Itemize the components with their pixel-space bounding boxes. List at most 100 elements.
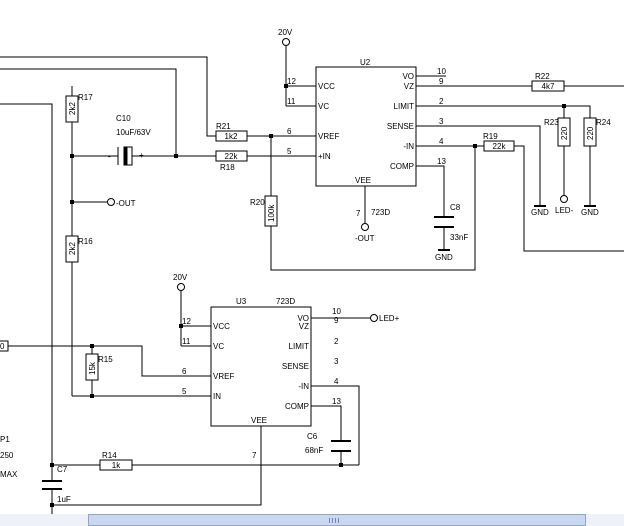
wires [0, 38, 624, 514]
u3-pin-vee: VEE [251, 416, 267, 425]
u3-pinno-vc: 11 [182, 337, 191, 346]
r19-ref: R19 [483, 132, 498, 141]
u2-pin-vee: VEE [355, 176, 371, 185]
u3-pin-vo: VO [297, 314, 309, 323]
resistor-r20: 100k R20 [250, 195, 278, 227]
u3-body [210, 306, 312, 427]
u2-pinno-sense: 3 [439, 117, 444, 126]
c8-ref: C8 [450, 203, 461, 212]
u3-pinno-comp: 13 [332, 397, 341, 406]
resistor-r16: 2k2 R16 [65, 235, 93, 263]
c10-minus-mark: - [108, 152, 111, 161]
junction-dot [562, 104, 566, 108]
gnd-label-r23: GND [531, 208, 549, 217]
r22-value: 4k7 [542, 82, 555, 91]
p1-value: 250 [0, 451, 14, 460]
r21-ref: R21 [216, 122, 231, 131]
u3-pinno-in-minus: 4 [334, 377, 339, 386]
scrollbar-right-gap [586, 514, 624, 526]
c10-plus-mark: + [139, 151, 144, 160]
r23-ref: R23 [544, 118, 559, 127]
u2-pin-vcc: VCC [318, 82, 335, 91]
max-label: MAX [0, 470, 18, 479]
junction-dot [90, 394, 94, 398]
r21-value: 1k2 [225, 132, 238, 141]
scrollbar-grip-icon [329, 518, 339, 523]
r15-value: 15k [88, 361, 97, 375]
u2-pin-vref: VREF [318, 132, 339, 141]
u2-pinno-limit: 2 [439, 97, 444, 106]
u3-pinno-sense: 3 [334, 357, 339, 366]
horizontal-scrollbar-thumb[interactable] [88, 514, 586, 526]
u3-pin-vc: VC [213, 342, 224, 351]
u3-pin-limit: LIMIT [289, 342, 310, 351]
capacitor-c10: C10 10uF/63V - + [108, 114, 151, 166]
u2-pinno-vee: 7 [356, 209, 361, 218]
r15-ref: R15 [98, 355, 113, 364]
junction-dot [174, 154, 178, 158]
r14-value: 1k [112, 461, 121, 470]
supply-terminal-u3 [177, 283, 185, 291]
u3-part: 723D [276, 297, 295, 306]
supply-label-u3: 20V [173, 273, 188, 282]
resistor-r17: 2k2 R17 [65, 93, 93, 123]
junction-dot [339, 463, 343, 467]
r17-ref: R17 [78, 93, 93, 102]
r24-value: 220 [586, 126, 595, 140]
led-minus-label: LED- [555, 206, 574, 215]
u2-pinno-vo: 10 [437, 67, 446, 76]
out2-terminal [361, 223, 369, 231]
u2-part: 723D [371, 208, 390, 217]
r17-value: 2k2 [68, 102, 77, 115]
u2-pin-vz: VZ [404, 82, 414, 91]
u2-pin-vo: VO [402, 72, 414, 81]
u3-pin-in-minus: -IN [298, 382, 309, 391]
p1-ref: P1 [0, 435, 10, 444]
junction-dot [179, 324, 183, 328]
out-label: -OUT [116, 199, 136, 208]
resistors: 2k2 R17 2k2 R16 15k R15 100k R20 1k2 R21 [65, 72, 611, 471]
c8-value: 33nF [450, 233, 468, 242]
u2-pinno-in-plus: 5 [287, 147, 292, 156]
c7-ref: C7 [57, 465, 68, 474]
resistor-r15: 15k R15 [85, 353, 113, 381]
capacitors: C10 10uF/63V - + C8 33nF C6 68nF C7 1uF [42, 114, 468, 504]
u2-pinno-vcc: 12 [287, 77, 296, 86]
resistor-r18: 22k R18 [215, 150, 248, 172]
gnd-label-r24: GND [581, 208, 599, 217]
u3-pinno-vee: 7 [252, 451, 257, 460]
r24-ref: R24 [596, 118, 611, 127]
resistor-r21: 1k2 R21 [215, 122, 248, 142]
r20-ref: R20 [250, 198, 265, 207]
u3-pinno-vcc: 12 [182, 317, 191, 326]
u3-pinno-vo: 10 [332, 307, 341, 316]
junction-dot [90, 344, 94, 348]
led-plus-terminal [370, 314, 378, 322]
resistor-r23: 220 R23 [544, 117, 571, 147]
u2-pin-in-minus: -IN [403, 142, 414, 151]
c6-ref: C6 [307, 432, 318, 441]
gnd-label-c8: GND [435, 253, 453, 262]
u2-pinno-comp: 13 [437, 157, 446, 166]
terminals: 20V 20V -OUT -OUT LED- LED+ GND GND GND [107, 28, 599, 323]
junction-dot [70, 154, 74, 158]
junction-dot [284, 84, 288, 88]
u3-ref: U3 [236, 297, 247, 306]
u2-pinno-vref: 6 [287, 127, 292, 136]
r18-ref: R18 [220, 163, 235, 172]
resistor-r22: 4k7 R22 [531, 72, 565, 92]
u2-ref: U2 [360, 58, 371, 67]
u2-body [315, 66, 417, 187]
r16-ref: R16 [78, 237, 93, 246]
c6-value: 68nF [305, 446, 323, 455]
u3-pinno-limit: 2 [334, 337, 339, 346]
c10-value: 10uF/63V [116, 128, 151, 137]
capacitor-c6: C6 68nF [305, 432, 351, 455]
junctions [50, 84, 566, 507]
junction-dot [473, 144, 477, 148]
resistor-r14: 1k R14 [99, 451, 133, 471]
ic-u2: U2 723D VCC VC VREF +IN VEE VO VZ LIMIT … [287, 58, 446, 218]
u3-pin-vref: VREF [213, 372, 234, 381]
u3-pin-vz: VZ [299, 322, 309, 331]
u2-pin-vc: VC [318, 102, 329, 111]
